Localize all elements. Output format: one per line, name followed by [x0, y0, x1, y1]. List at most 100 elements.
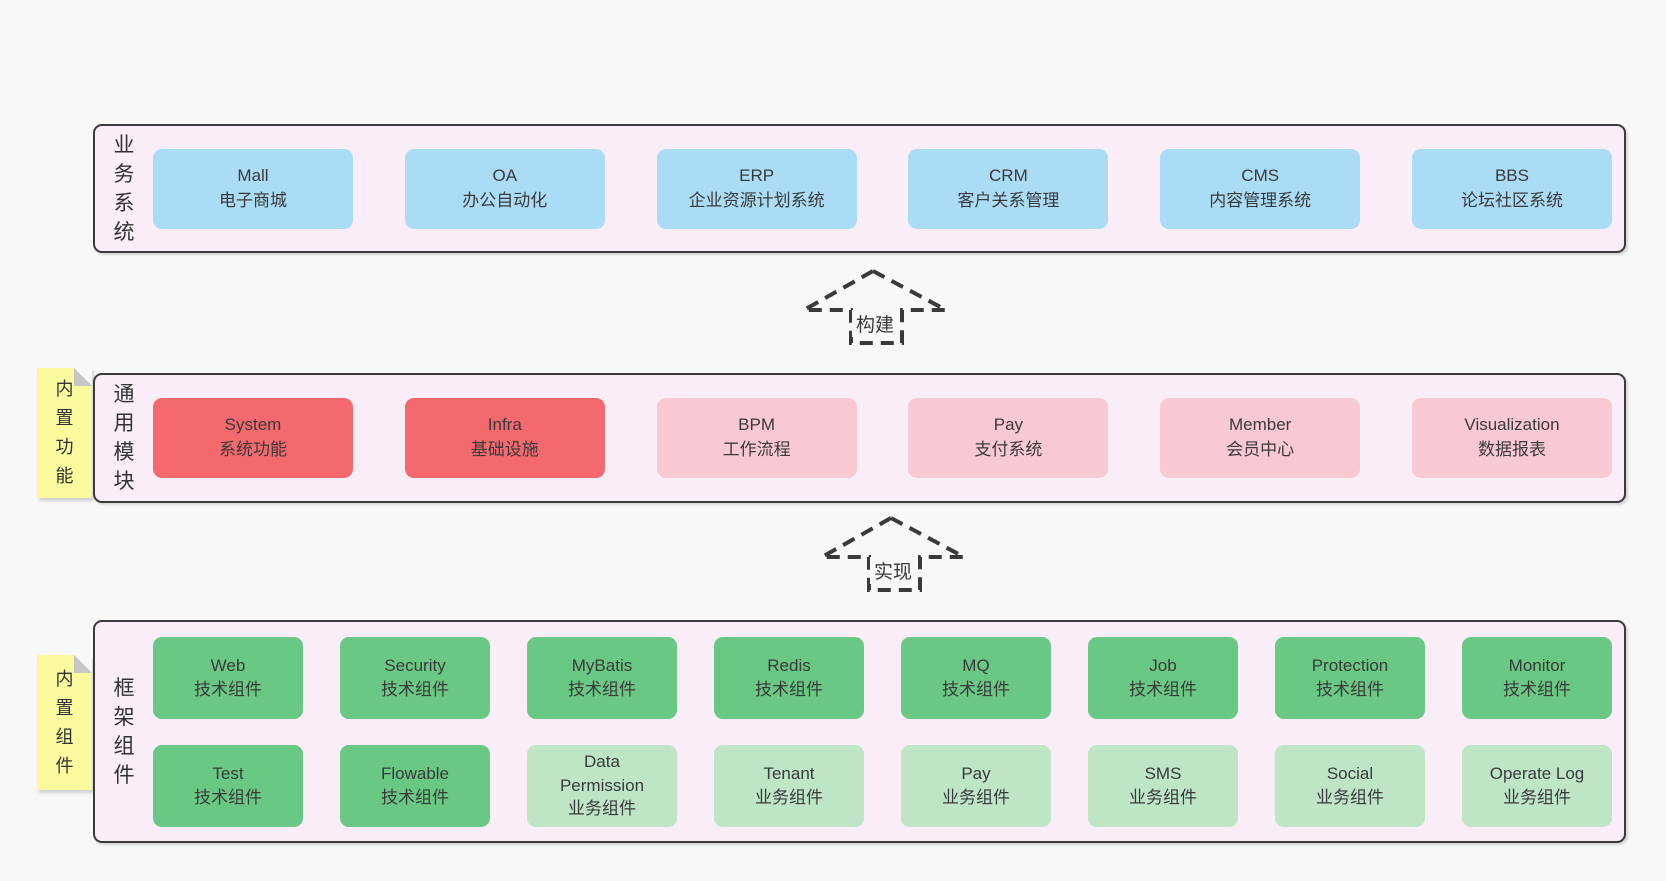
framework-row-1: Web 技术组件 Security 技术组件 MyBatis 技术组件 Redi…: [153, 636, 1612, 719]
box-cms: CMS 内容管理系统: [1160, 148, 1361, 229]
arrow-implement-label: 实现: [869, 557, 917, 584]
band-title-text: 通用模块: [113, 383, 135, 493]
box-visualization: Visualization 数据报表: [1411, 398, 1612, 478]
box-name: Social: [1326, 763, 1374, 783]
box-desc: 技术组件: [568, 679, 636, 699]
box-name: System: [224, 415, 282, 435]
box-name: Data Permission: [559, 751, 645, 795]
box-name: Visualization: [1464, 415, 1560, 435]
note-built-in-components: 内置组件: [37, 655, 92, 790]
box-name: OA: [492, 165, 518, 185]
box-mall: Mall 电子商城: [153, 148, 353, 229]
box-desc: 电子商城: [219, 190, 287, 210]
note-text: 内置功能: [55, 379, 74, 486]
band-common-modules-boxes: System 系统功能 Infra 基础设施 BPM 工作流程 Pay 支付系统…: [153, 375, 1624, 501]
box-desc: 业务组件: [1129, 787, 1197, 807]
box-system: System 系统功能: [153, 398, 353, 478]
box-name: BBS: [1494, 165, 1529, 185]
band-common-modules: 通用模块 System 系统功能 Infra 基础设施 BPM 工作流程 Pay…: [93, 373, 1626, 503]
box-name: BPM: [738, 415, 776, 435]
box-name: Test: [212, 763, 244, 783]
box-name: Mall: [237, 165, 269, 185]
box-name: Security: [384, 655, 446, 675]
box-name: Web: [210, 655, 246, 675]
box-redis: Redis 技术组件: [714, 636, 864, 719]
arrow-up-icon: [800, 268, 947, 345]
band-framework-components-title: 框架组件: [95, 622, 153, 841]
box-mq: MQ 技术组件: [901, 636, 1051, 719]
box-desc: 技术组件: [755, 679, 823, 699]
box-protection: Protection 技术组件: [1275, 636, 1425, 719]
box-desc: 技术组件: [1503, 679, 1571, 699]
box-flowable: Flowable 技术组件: [340, 744, 490, 827]
box-erp: ERP 企业资源计划系统: [656, 148, 857, 229]
box-desc: 技术组件: [1316, 679, 1384, 699]
band-business-systems-boxes: Mall 电子商城 OA 办公自动化 ERP 企业资源计划系统 CRM 客户关系…: [153, 126, 1624, 251]
box-name: Monitor: [1508, 655, 1566, 675]
box-name: Flowable: [380, 763, 450, 783]
box-desc: 技术组件: [194, 679, 262, 699]
note-text: 内置组件: [55, 668, 74, 776]
box-tenant: Tenant 业务组件: [714, 744, 864, 827]
box-name: SMS: [1144, 763, 1182, 783]
box-name: Job: [1149, 655, 1177, 675]
box-member: Member 会员中心: [1160, 398, 1361, 478]
box-desc: 工作流程: [722, 440, 791, 459]
box-name: Infra: [487, 415, 522, 435]
box-name: CRM: [989, 165, 1028, 185]
band-common-modules-title: 通用模块: [95, 375, 153, 501]
framework-row-2: Test 技术组件 Flowable 技术组件 Data Permission …: [153, 744, 1612, 827]
box-pay-component: Pay 业务组件: [901, 744, 1051, 827]
box-desc: 业务组件: [1503, 787, 1571, 807]
box-desc: 会员中心: [1226, 440, 1295, 459]
box-oa: OA 办公自动化: [404, 148, 605, 229]
box-name: Pay: [993, 415, 1024, 435]
box-name: Operate Log: [1489, 763, 1585, 783]
box-name: MyBatis: [571, 655, 633, 675]
arrow-implement: 实现: [818, 515, 968, 593]
box-social: Social 业务组件: [1275, 744, 1425, 827]
arrow-up-icon: [818, 515, 965, 592]
box-desc: 办公自动化: [462, 190, 548, 210]
arrow-build-label: 构建: [851, 310, 899, 337]
box-data-permission: Data Permission 业务组件: [527, 744, 677, 827]
box-name: Tenant: [763, 763, 815, 783]
box-security: Security 技术组件: [340, 636, 490, 719]
box-desc: 支付系统: [974, 440, 1043, 459]
box-bbs: BBS 论坛社区系统: [1411, 148, 1612, 229]
band-title-text: 业务系统: [113, 133, 135, 244]
box-desc: 数据报表: [1477, 440, 1546, 459]
box-job: Job 技术组件: [1088, 636, 1238, 719]
box-mybatis: MyBatis 技术组件: [527, 636, 677, 719]
box-web: Web 技术组件: [153, 636, 303, 719]
box-desc: 业务组件: [568, 799, 636, 819]
box-name: Pay: [961, 763, 991, 783]
box-desc: 论坛社区系统: [1460, 190, 1563, 210]
box-test: Test 技术组件: [153, 744, 303, 827]
box-desc: 业务组件: [755, 787, 823, 807]
band-framework-components-rows: Web 技术组件 Security 技术组件 MyBatis 技术组件 Redi…: [153, 622, 1624, 841]
box-name: MQ: [962, 655, 990, 675]
box-name: Member: [1229, 415, 1292, 435]
band-title-text: 框架组件: [113, 676, 135, 787]
box-desc: 技术组件: [381, 787, 449, 807]
box-desc: 技术组件: [194, 787, 262, 807]
box-name: ERP: [739, 165, 775, 185]
box-crm: CRM 客户关系管理: [908, 148, 1109, 229]
band-business-systems: 业务系统 Mall 电子商城 OA 办公自动化 ERP 企业资源计划系统 CRM…: [93, 124, 1626, 253]
box-pay-system: Pay 支付系统: [908, 398, 1109, 478]
box-desc: 业务组件: [942, 787, 1010, 807]
box-desc: 客户关系管理: [957, 190, 1060, 210]
band-business-systems-title: 业务系统: [95, 126, 153, 251]
band-framework-components: 框架组件 Web 技术组件 Security 技术组件 MyBatis 技术组件…: [93, 620, 1626, 843]
box-desc: 技术组件: [942, 679, 1010, 699]
box-desc: 系统功能: [219, 440, 287, 459]
box-operate-log: Operate Log 业务组件: [1462, 744, 1612, 827]
box-infra: Infra 基础设施: [404, 398, 605, 478]
box-monitor: Monitor 技术组件: [1462, 636, 1612, 719]
box-desc: 基础设施: [470, 440, 539, 459]
arrow-build: 构建: [800, 268, 950, 346]
box-desc: 业务组件: [1316, 787, 1384, 807]
box-name: CMS: [1241, 165, 1280, 185]
